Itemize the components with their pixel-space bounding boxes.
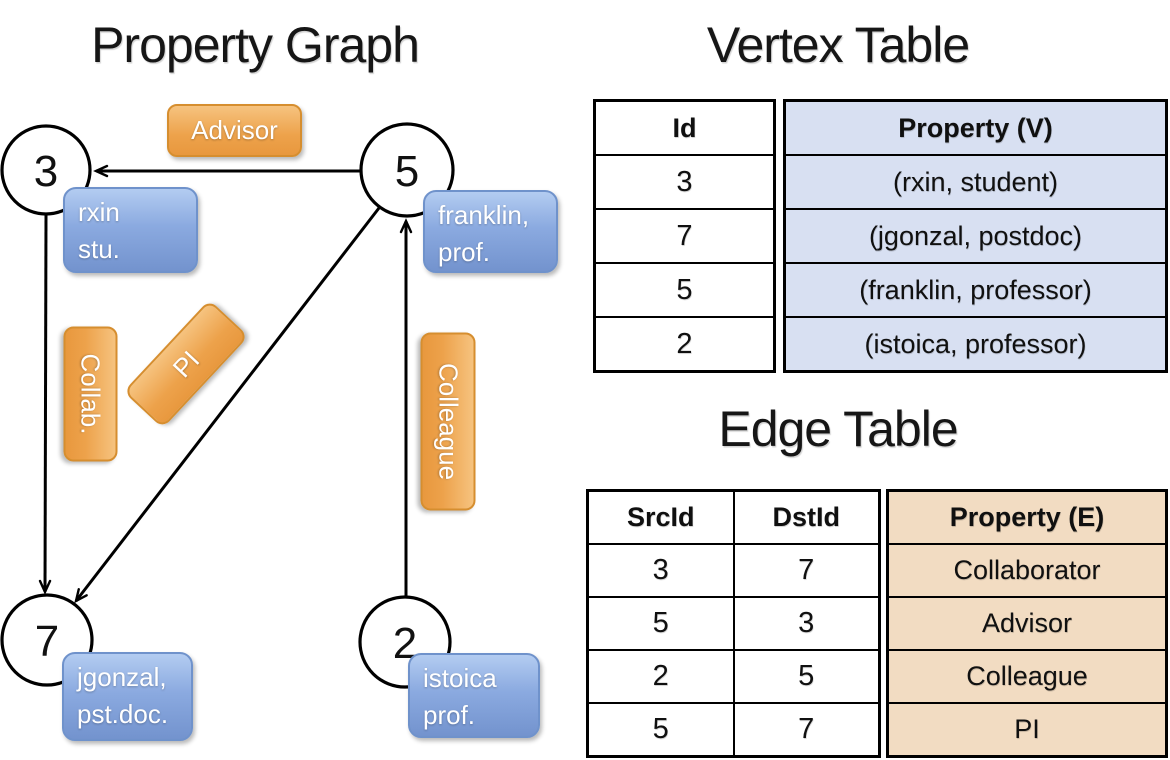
vertex-property-cell: (franklin, professor) <box>859 274 1092 305</box>
vertex-property-line: franklin, <box>438 200 530 230</box>
table-row: (jgonzal, postdoc) <box>786 208 1165 262</box>
vertex-property-box-3: rxin stu. <box>63 187 198 273</box>
table-row: (rxin, student) <box>786 154 1165 208</box>
edge-srcid-cell: 2 <box>652 660 669 692</box>
edge-table-title: Edge Table <box>718 401 958 457</box>
edge-srcid-cell: 3 <box>652 554 669 586</box>
vertex-property-cell: (jgonzal, postdoc) <box>868 220 1083 251</box>
vertex-table-title: Vertex Table <box>706 17 970 73</box>
table-row: (franklin, professor) <box>786 262 1165 316</box>
edge-property-cell: Collaborator <box>953 555 1101 585</box>
table-row: 5 <box>596 262 773 316</box>
vertex-property-line: rxin <box>78 197 120 227</box>
edge-dstid-cell: 7 <box>732 704 879 755</box>
edge-dstid-cell: 3 <box>732 598 879 649</box>
vertex-table-header-property: Property (V) <box>898 112 1053 143</box>
vertex-id-3: 3 <box>33 147 59 196</box>
table-row: 5 3 <box>589 596 878 649</box>
table-row: 2 <box>596 316 773 370</box>
vertex-property-box-2: istoica prof. <box>408 653 540 738</box>
vertex-id-cell: 3 <box>676 165 693 198</box>
edge-srcid-cell: 5 <box>652 713 669 745</box>
vertex-property-line: istoica <box>423 663 497 693</box>
vertex-property-line: prof. <box>438 237 491 267</box>
vertex-table-header-id: Id <box>672 112 697 143</box>
edge-table-header-dstid: DstId <box>732 492 879 543</box>
edge-table-id-columns: SrcId DstId 3 7 5 3 2 5 5 7 <box>586 489 881 758</box>
edge-label-advisor: Advisor <box>167 104 302 157</box>
edge-pi-5-to-7 <box>74 207 381 604</box>
edge-property-cell: Advisor <box>981 608 1073 638</box>
edge-srcid-cell: 5 <box>652 607 669 639</box>
table-header-row: Id <box>596 102 773 154</box>
vertex-property-line: prof. <box>423 700 476 730</box>
property-graph-title: Property Graph <box>91 17 420 73</box>
vertex-table-property-column: Property (V) (rxin, student) (jgonzal, p… <box>783 99 1168 373</box>
vertex-id-cell: 7 <box>676 219 693 252</box>
table-row: Colleague <box>889 649 1165 702</box>
table-header-row: SrcId DstId <box>589 492 878 543</box>
vertex-id-cell: 5 <box>676 273 693 306</box>
vertex-property-line: stu. <box>78 234 120 264</box>
edge-table-header-property: Property (E) <box>949 502 1105 532</box>
vertex-property-cell: (istoica, professor) <box>864 328 1087 359</box>
edge-label-colleague: Colleague <box>420 332 476 511</box>
edge-property-cell: PI <box>1014 714 1040 744</box>
table-header-row: Property (E) <box>889 492 1165 543</box>
table-row: 5 7 <box>589 702 878 755</box>
vertex-property-box-7: jgonzal, pst.doc. <box>62 652 193 741</box>
edge-property-cell: Colleague <box>966 661 1088 691</box>
vertex-property-line: jgonzal, <box>77 662 167 692</box>
vertex-id-5: 5 <box>394 147 420 196</box>
table-row: 7 <box>596 208 773 262</box>
edge-collab-3-to-7 <box>38 214 52 595</box>
edge-label-collab: Collab. <box>63 326 118 462</box>
edge-dstid-cell: 5 <box>732 651 879 702</box>
edge-dstid-cell: 7 <box>732 545 879 596</box>
table-header-row: Property (V) <box>786 102 1165 154</box>
vertex-id-7: 7 <box>34 617 60 666</box>
table-row: 3 <box>596 154 773 208</box>
vertex-property-line: pst.doc. <box>77 699 169 729</box>
vertex-property-box-5: franklin, prof. <box>423 190 558 273</box>
vertex-property-cell: (rxin, student) <box>892 166 1059 197</box>
edge-table-property-column: Property (E) Collaborator Advisor Collea… <box>886 489 1168 758</box>
table-row: Advisor <box>889 596 1165 649</box>
vertex-table-id-column: Id 3 7 5 2 <box>593 99 776 373</box>
edge-table-header-srcid: SrcId <box>626 502 695 532</box>
table-row: 3 7 <box>589 543 878 596</box>
table-row: 2 5 <box>589 649 878 702</box>
table-row: Collaborator <box>889 543 1165 596</box>
table-row: (istoica, professor) <box>786 316 1165 370</box>
table-row: PI <box>889 702 1165 755</box>
vertex-id-cell: 2 <box>676 327 693 360</box>
